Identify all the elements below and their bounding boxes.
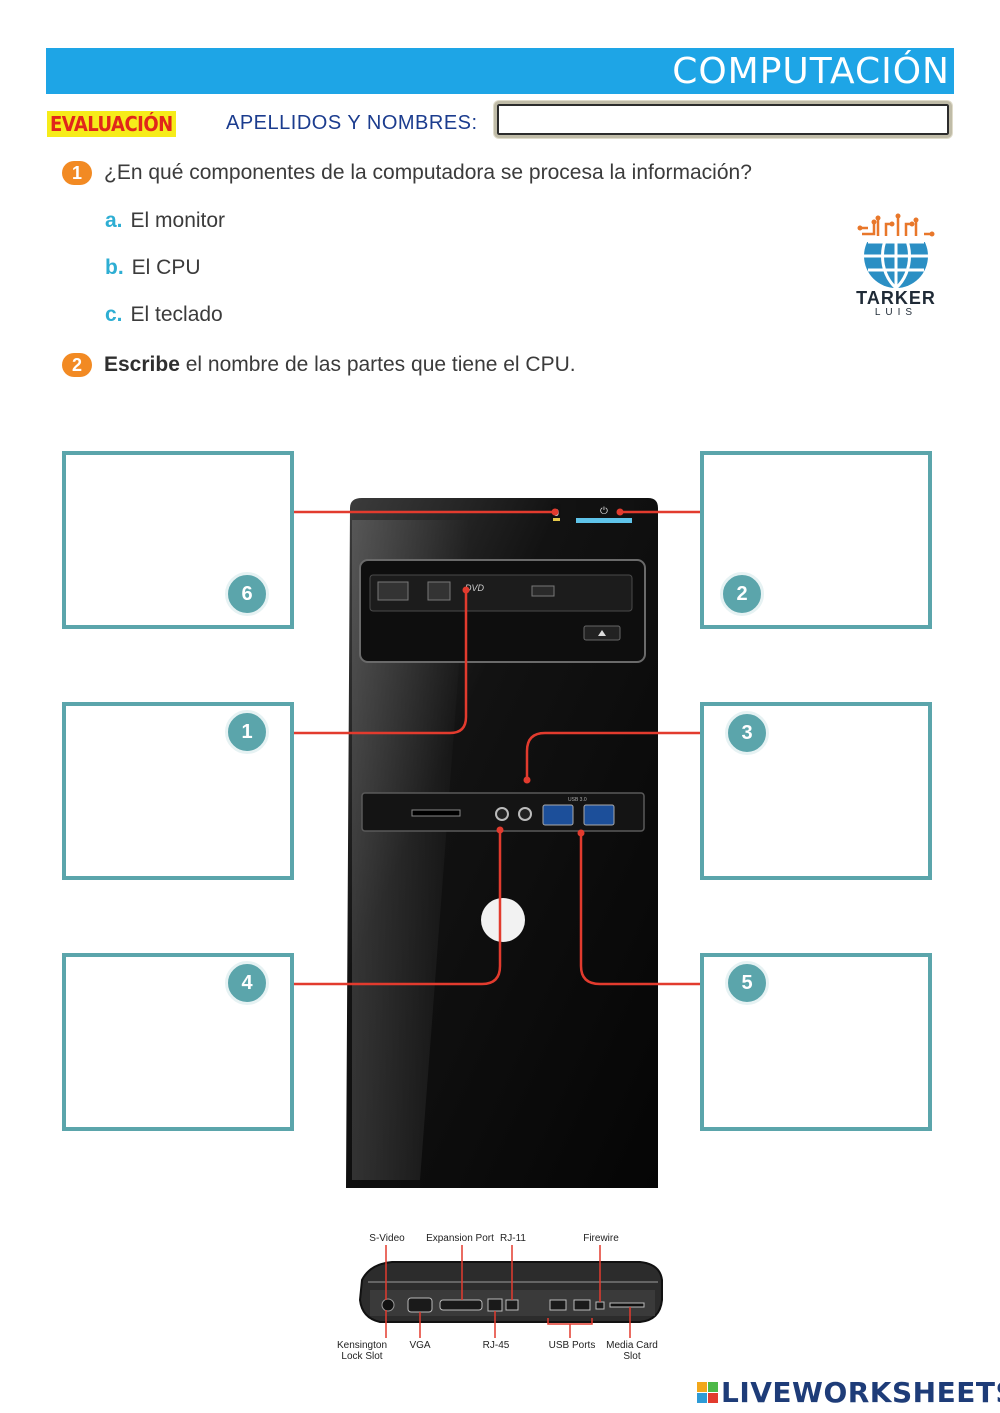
question-2-text: Escribe el nombre de las partes que tien…	[104, 353, 576, 377]
label-usb-ports: USB Ports	[548, 1340, 596, 1351]
vga-port-shape	[407, 1297, 433, 1313]
logo-name: TARKER	[856, 288, 936, 308]
front-logo-badge	[481, 898, 525, 942]
label-media-card-slot: Media Card Slot	[606, 1340, 658, 1362]
question-1-text: ¿En qué componentes de la computadora se…	[104, 161, 752, 184]
page-title: COMPUTACIÓN	[672, 51, 950, 92]
question-2-verb: Escribe	[104, 353, 180, 376]
label-vga: VGA	[409, 1340, 431, 1351]
svg-text:⏻: ⏻	[600, 506, 608, 517]
option-a[interactable]: a. El monitor	[105, 209, 225, 233]
badge-6: 6	[225, 572, 269, 616]
label-rj45: RJ-45	[482, 1340, 510, 1351]
question-2-rest: el nombre de las partes que tiene el CPU…	[179, 353, 576, 376]
answer-input-6[interactable]	[76, 465, 280, 497]
usb-panel-label: USB 3.0	[568, 797, 587, 803]
badge-4: 4	[225, 961, 269, 1005]
liveworksheets-brand: LIVEWORKSHEETS	[697, 1375, 1000, 1409]
label-s-video: S-Video	[369, 1233, 405, 1244]
name-label: APELLIDOS Y NOMBRES:	[226, 112, 478, 134]
question-2-number: 2	[62, 353, 92, 377]
label-firewire: Firewire	[583, 1233, 619, 1244]
badge-2: 2	[720, 572, 764, 616]
liveworksheets-logo-icon	[697, 1381, 718, 1403]
label-rj11: RJ-11	[500, 1233, 526, 1244]
label-expansion-port: Expansion Port	[426, 1233, 494, 1244]
label-kensington: Kensington Lock Slot	[336, 1340, 388, 1362]
question-1-number: 1	[62, 161, 92, 185]
usb-port-1	[542, 804, 574, 826]
badge-1: 1	[225, 710, 269, 754]
microphone-jack	[495, 807, 509, 821]
dvd-logo-text: DVD	[465, 583, 485, 593]
option-b-letter: b.	[105, 256, 124, 279]
power-led-strip	[576, 518, 632, 523]
globe-circuit-icon	[856, 213, 936, 290]
logo-subtitle: LUIS	[874, 307, 918, 318]
usb-port-shape-1	[549, 1299, 567, 1311]
option-c[interactable]: c. El teclado	[105, 303, 223, 327]
firewire-port-shape	[595, 1301, 605, 1310]
liveworksheets-text: LIVEWORKSHEETS	[721, 1375, 1000, 1409]
rj11-port-shape	[505, 1299, 519, 1311]
expansion-port-shape	[439, 1299, 483, 1311]
option-b-text: El CPU	[131, 256, 201, 279]
answer-input-2[interactable]	[714, 465, 918, 497]
headphone-jack	[518, 807, 532, 821]
badge-5: 5	[725, 961, 769, 1005]
option-a-text: El monitor	[130, 209, 226, 232]
answer-box-4[interactable]	[62, 953, 294, 1131]
evaluation-label: EVALUACIÓN	[47, 111, 176, 137]
option-c-text: El teclado	[130, 303, 223, 326]
usb-port-2	[583, 804, 615, 826]
student-name-input[interactable]	[494, 101, 952, 138]
rj45-port-shape	[487, 1298, 503, 1312]
badge-3: 3	[725, 711, 769, 755]
tarker-logo: TARKER LUIS	[848, 210, 944, 322]
kensington-slot-shape	[381, 1298, 395, 1312]
option-b[interactable]: b. El CPU	[105, 256, 201, 280]
option-c-letter: c.	[105, 303, 123, 326]
media-slot-shape	[609, 1302, 645, 1308]
usb-port-shape-2	[573, 1299, 591, 1311]
option-a-letter: a.	[105, 209, 123, 232]
header-banner: COMPUTACIÓN	[46, 48, 954, 94]
